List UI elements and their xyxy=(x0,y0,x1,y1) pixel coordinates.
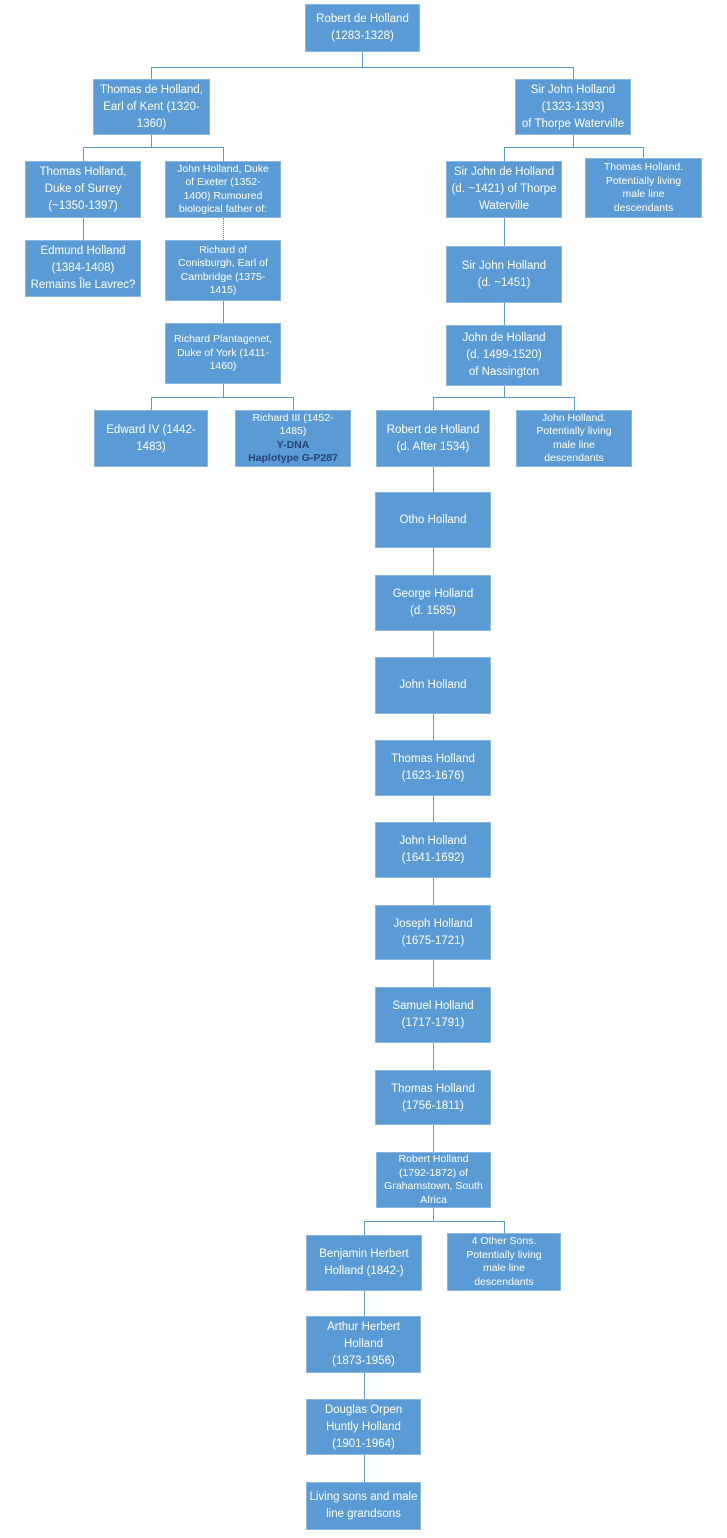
connector-line xyxy=(504,303,505,325)
connector-line xyxy=(362,52,363,67)
connector-line xyxy=(151,397,152,410)
connector-line xyxy=(151,67,573,68)
node-thomas-holland-1623: Thomas Holland (1623-1676) xyxy=(375,740,491,796)
connector-dotted-rumoured-father xyxy=(223,218,225,240)
node-thomas-holland-1756: Thomas Holland (1756-1811) xyxy=(375,1070,491,1125)
connector-line xyxy=(151,135,152,147)
node-richard-iii: Richard III (1452- 1485) Y-DNA Haplotype… xyxy=(235,410,351,467)
connector-line xyxy=(433,397,574,398)
node-joseph-holland: Joseph Holland (1675-1721) xyxy=(375,905,491,960)
node-robert-de-holland-d1534: Robert de Holland (d. After 1534) xyxy=(376,410,490,467)
connector-line xyxy=(433,796,434,822)
node-benjamin-herbert-holland: Benjamin Herbert Holland (1842-) xyxy=(306,1235,422,1291)
node-samuel-holland: Samuel Holland (1717-1791) xyxy=(375,987,491,1043)
node-robert-holland-grahamstown: Robert Holland (1792-1872) of Grahamstow… xyxy=(376,1152,491,1208)
connector-line xyxy=(223,301,224,323)
connector-line xyxy=(223,384,224,397)
node-john-holland-1641: John Holland (1641-1692) xyxy=(375,822,491,878)
node-thomas-holland-duke-of-surrey: Thomas Holland, Duke of Surrey (~1350-13… xyxy=(25,161,141,218)
node-richard-of-conisburgh: Richard of Conisburgh, Earl of Cambridge… xyxy=(165,240,281,301)
connector-line xyxy=(433,1208,434,1221)
connector-line xyxy=(573,67,574,79)
connector-line xyxy=(433,548,434,575)
connector-line xyxy=(433,397,434,410)
node-john-de-holland-nassington: John de Holland (d. 1499-1520) of Nassin… xyxy=(446,325,562,386)
connector-line xyxy=(433,714,434,740)
richard-iii-ydna-annotation: Y-DNA Haplotype G-P287 xyxy=(248,438,338,465)
connector-line xyxy=(223,147,224,161)
connector-line xyxy=(433,631,434,657)
connector-line xyxy=(433,1125,434,1152)
connector-line xyxy=(364,1373,365,1399)
connector-line xyxy=(364,1221,365,1235)
connector-line xyxy=(364,1455,365,1482)
connector-line xyxy=(293,397,294,410)
node-george-holland: George Holland (d. 1585) xyxy=(375,575,491,631)
node-richard-plantagenet: Richard Plantagenet, Duke of York (1411-… xyxy=(165,323,281,384)
node-otho-holland: Otho Holland xyxy=(375,492,491,548)
node-edward-iv: Edward IV (1442- 1483) xyxy=(94,410,208,467)
connector-line xyxy=(151,397,293,398)
connector-line xyxy=(364,1291,365,1316)
node-douglas-orpen-huntly-holland: Douglas Orpen Huntly Holland (1901-1964) xyxy=(306,1399,421,1455)
node-john-holland-duke-of-exeter: John Holland, Duke of Exeter (1352- 1400… xyxy=(165,161,281,218)
connector-line xyxy=(364,1221,504,1222)
connector-line xyxy=(573,135,574,147)
connector-line xyxy=(643,147,644,158)
connector-line xyxy=(504,147,644,148)
connector-line xyxy=(504,147,505,161)
connector-line xyxy=(504,1221,505,1233)
connector-line xyxy=(83,147,223,148)
node-sir-john-holland-d1451: Sir John Holland (d. ~1451) xyxy=(446,246,562,303)
node-john-holland: John Holland xyxy=(375,657,491,714)
node-arthur-herbert-holland: Arthur Herbert Holland (1873-1956) xyxy=(306,1316,421,1373)
connector-line xyxy=(504,218,505,246)
connector-line xyxy=(433,878,434,905)
connector-line xyxy=(574,397,575,410)
connector-line xyxy=(433,960,434,987)
node-thomas-holland-descendants: Thomas Holland. Potentially living male … xyxy=(585,158,702,218)
node-robert-de-holland-1283: Robert de Holland (1283-1328) xyxy=(305,4,420,52)
connector-line xyxy=(433,467,434,492)
node-four-other-sons: 4 Other Sons. Potentially living male li… xyxy=(447,1233,561,1291)
node-thomas-de-holland-earl-of-kent: Thomas de Holland, Earl of Kent (1320- 1… xyxy=(93,79,210,135)
node-sir-john-holland-1323: Sir John Holland (1323-1393) of Thorpe W… xyxy=(515,79,631,135)
node-living-sons: Living sons and male line grandsons xyxy=(306,1482,421,1530)
connector-line xyxy=(504,386,505,397)
connector-line xyxy=(83,147,84,161)
connector-line xyxy=(83,218,84,240)
richard-iii-name: Richard III (1452- 1485) xyxy=(252,411,334,438)
node-sir-john-de-holland-d1421: Sir John de Holland (d. ~1421) of Thorpe… xyxy=(446,161,562,218)
node-edmund-holland: Edmund Holland (1384-1408) Remains Île L… xyxy=(25,240,141,297)
node-john-holland-descendants: John Holland. Potentially living male li… xyxy=(516,410,632,467)
connector-line xyxy=(433,1043,434,1070)
connector-line xyxy=(151,67,152,79)
